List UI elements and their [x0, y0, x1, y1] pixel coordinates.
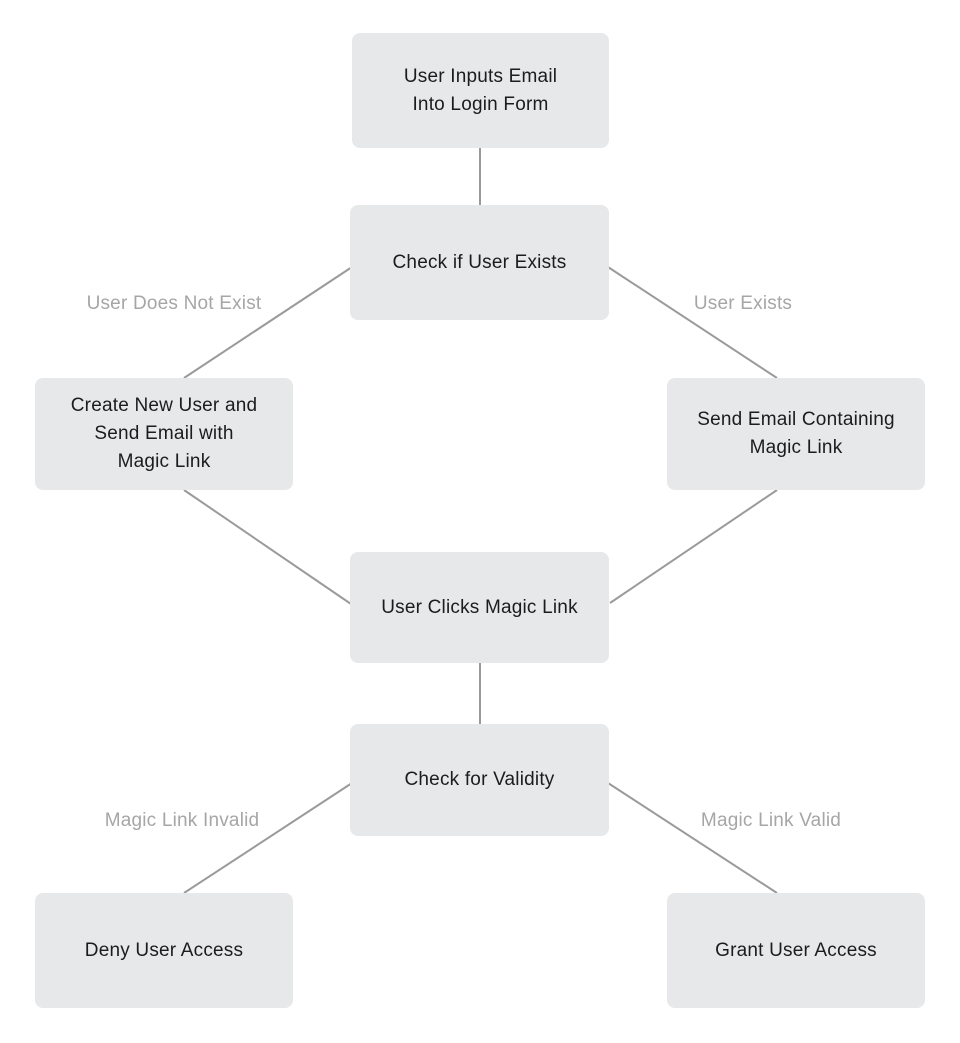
edge-label-user-does-not-exist: User Does Not Exist [86, 293, 262, 314]
node-send-email-magic-link: Send Email Containing Magic Link [667, 378, 925, 490]
edge-send-to-clicks [609, 489, 778, 604]
edge-label-magic-link-valid: Magic Link Valid [700, 810, 842, 831]
node-label: Grant User Access [715, 939, 877, 961]
node-label: Deny User Access [84, 939, 244, 961]
node-label: Check if User Exists [392, 251, 567, 273]
edge-validity-to-deny [183, 782, 353, 894]
node-user-inputs-email: User Inputs Email Into Login Form [352, 33, 609, 148]
node-check-for-validity: Check for Validity [350, 724, 609, 836]
node-label: Create New User and Send Email with Magi… [70, 395, 258, 472]
node-label: Send Email Containing Magic Link [697, 409, 895, 458]
node-user-clicks-magic-link: User Clicks Magic Link [350, 552, 609, 663]
edge-create-to-clicks [183, 489, 352, 605]
node-label: Check for Validity [404, 769, 555, 790]
node-label: User Inputs Email Into Login Form [403, 65, 558, 115]
node-check-user-exists: Check if User Exists [350, 205, 609, 320]
edge-label-magic-link-invalid: Magic Link Invalid [104, 810, 260, 831]
edge-check-to-send [607, 266, 778, 379]
node-grant-user-access: Grant User Access [667, 893, 925, 1008]
node-deny-user-access: Deny User Access [35, 893, 293, 1008]
edge-validity-to-grant [607, 782, 778, 894]
edge-check-to-create [183, 266, 353, 379]
node-create-new-user: Create New User and Send Email with Magi… [35, 378, 293, 490]
edge-label-user-exists: User Exists [693, 293, 793, 314]
node-label: User Clicks Magic Link [381, 596, 578, 618]
